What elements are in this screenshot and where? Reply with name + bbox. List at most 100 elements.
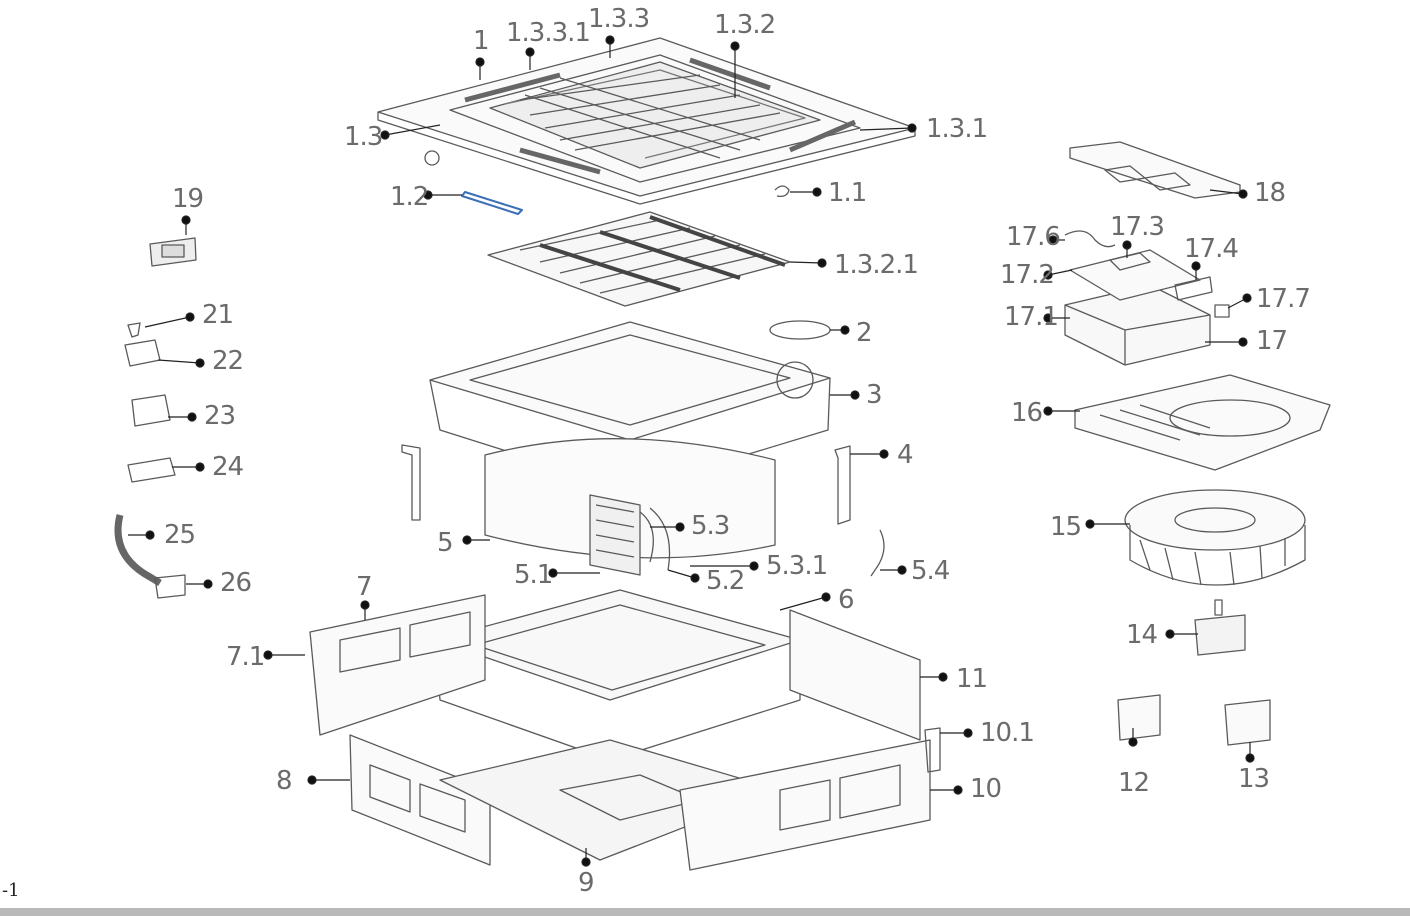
leader-line bbox=[859, 127, 913, 131]
leader-dot bbox=[1043, 313, 1053, 323]
label-17.3: 17.3 bbox=[1110, 212, 1165, 242]
label-1.1: 1.1 bbox=[828, 178, 867, 208]
label-1.3.3: 1.3.3 bbox=[588, 4, 650, 34]
leader-dot bbox=[145, 530, 155, 540]
label-14: 14 bbox=[1126, 620, 1158, 650]
fan-motor bbox=[1194, 599, 1246, 656]
leader-line bbox=[779, 596, 827, 611]
label-18: 18 bbox=[1254, 178, 1286, 208]
leader-dot bbox=[1191, 261, 1201, 271]
leader-dot bbox=[953, 785, 963, 795]
leader-line bbox=[789, 261, 823, 264]
drain-pan bbox=[434, 589, 801, 761]
leader-dot bbox=[1128, 737, 1138, 747]
leader-dot bbox=[1043, 406, 1053, 416]
leader-dot bbox=[879, 449, 889, 459]
label-17.4: 17.4 bbox=[1184, 234, 1239, 264]
leader-dot bbox=[1048, 235, 1058, 245]
filter bbox=[487, 211, 791, 307]
leader-dot bbox=[938, 672, 948, 682]
label-25: 25 bbox=[164, 520, 196, 550]
label-5.3: 5.3 bbox=[691, 511, 730, 541]
leader-dot bbox=[475, 57, 485, 67]
leader-dot bbox=[1238, 337, 1248, 347]
leader-dot bbox=[812, 187, 822, 197]
label-5: 5 bbox=[437, 528, 454, 558]
leader-dot bbox=[307, 775, 317, 785]
leader-dot bbox=[1043, 270, 1053, 280]
label-5.2: 5.2 bbox=[706, 566, 745, 596]
leader-dot bbox=[821, 592, 831, 602]
leader-dot bbox=[187, 412, 197, 422]
label-17.1: 17.1 bbox=[1004, 302, 1059, 332]
leader-dot bbox=[817, 258, 827, 268]
label-2: 2 bbox=[856, 318, 873, 348]
leader-dot bbox=[1165, 629, 1175, 639]
leader-dot bbox=[380, 130, 390, 140]
label-22: 22 bbox=[212, 346, 244, 376]
leader-dot bbox=[195, 358, 205, 368]
leader-dot bbox=[963, 728, 973, 738]
label-11: 11 bbox=[956, 664, 988, 694]
label-1.2: 1.2 bbox=[390, 182, 429, 212]
leader-line bbox=[667, 569, 696, 579]
leader-dot bbox=[675, 522, 685, 532]
leader-dot bbox=[1122, 240, 1132, 250]
label-5.3.1: 5.3.1 bbox=[766, 551, 828, 581]
leader-dot bbox=[263, 650, 273, 660]
leader-dot bbox=[907, 123, 917, 133]
label-13: 13 bbox=[1238, 764, 1270, 794]
leader-dot bbox=[897, 565, 907, 575]
label-17.6: 17.6 bbox=[1006, 222, 1061, 252]
bottom-scrollbar[interactable] bbox=[0, 908, 1410, 916]
label-21: 21 bbox=[202, 300, 234, 330]
label-10: 10 bbox=[970, 774, 1002, 804]
leader-dot bbox=[1238, 189, 1248, 199]
leader-dot bbox=[1245, 753, 1255, 763]
label-17.2: 17.2 bbox=[1000, 260, 1055, 290]
fan-wheel bbox=[1124, 489, 1306, 586]
label-3: 3 bbox=[866, 380, 883, 410]
label-16: 16 bbox=[1011, 398, 1043, 428]
leader-dot bbox=[462, 535, 472, 545]
leader-dot bbox=[730, 41, 740, 51]
leader-dot bbox=[690, 573, 700, 583]
label-1.3.2: 1.3.2 bbox=[714, 10, 776, 40]
label-17.7: 17.7 bbox=[1256, 284, 1311, 314]
leader-dot bbox=[548, 568, 558, 578]
leader-dot bbox=[581, 857, 591, 867]
label-1.3.3.1: 1.3.3.1 bbox=[506, 18, 591, 48]
leader-dot bbox=[195, 462, 205, 472]
leader-dot bbox=[840, 325, 850, 335]
leader-dot bbox=[360, 600, 370, 610]
leader-dot bbox=[1242, 293, 1252, 303]
leader-dot bbox=[605, 35, 615, 45]
label-10.1: 10.1 bbox=[980, 718, 1035, 748]
leader-line bbox=[384, 124, 441, 136]
label-1.3.2.1: 1.3.2.1 bbox=[834, 250, 919, 280]
label-5.1: 5.1 bbox=[514, 560, 553, 590]
label-1: 1 bbox=[473, 26, 490, 56]
leader-dot bbox=[1085, 519, 1095, 529]
leader-dot bbox=[749, 561, 759, 571]
part-1.2 bbox=[461, 191, 523, 215]
leader-dot bbox=[203, 579, 213, 589]
leader-dot bbox=[185, 312, 195, 322]
leader-line bbox=[1209, 189, 1244, 195]
label-23: 23 bbox=[204, 401, 236, 431]
label-12: 12 bbox=[1118, 768, 1150, 798]
page-footer: -1 bbox=[2, 880, 20, 901]
label-26: 26 bbox=[220, 568, 252, 598]
label-7.1: 7.1 bbox=[226, 642, 265, 672]
label-24: 24 bbox=[212, 452, 244, 482]
label-4: 4 bbox=[897, 440, 914, 470]
label-9: 9 bbox=[578, 868, 595, 898]
label-6: 6 bbox=[838, 585, 855, 615]
label-15: 15 bbox=[1050, 512, 1082, 542]
label-5.4: 5.4 bbox=[911, 556, 950, 586]
leader-dot bbox=[181, 215, 191, 225]
label-7: 7 bbox=[356, 572, 373, 602]
leader-dot bbox=[525, 47, 535, 57]
